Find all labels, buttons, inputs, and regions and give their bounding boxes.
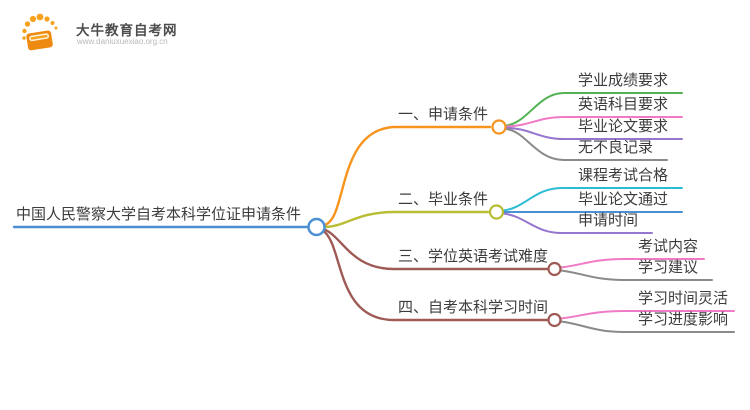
logo-url: www.daniuxuexiao.org.cn xyxy=(77,37,168,46)
branch-1-child-4-label: 无不良记录 xyxy=(578,139,654,156)
branch-2-child-3-label: 申请时间 xyxy=(578,212,639,229)
logo-title: 大牛教育自考网 xyxy=(76,23,178,38)
branch-3-child-2-line xyxy=(560,269,713,281)
root-topic-label: 中国人民警察大学自考本科学位证申请条件 xyxy=(16,206,302,223)
book-icon xyxy=(22,13,58,51)
branch-2-child-2-label: 毕业论文通过 xyxy=(578,191,669,208)
branch-1-label: 一、申请条件 xyxy=(398,106,489,123)
branch-1-child-2-line xyxy=(505,116,683,128)
branch-1-child-4-line xyxy=(505,128,668,161)
branch-3-node-circle xyxy=(547,261,562,277)
branch-3-child-2-label: 学习建议 xyxy=(638,259,699,276)
branch-2-node-circle xyxy=(488,204,505,220)
branch-2-line xyxy=(322,210,490,229)
branch-3-child-1-label: 考试内容 xyxy=(638,238,699,255)
root-node-circle xyxy=(307,217,326,237)
branch-4-child-2-label: 学习进度影响 xyxy=(638,311,729,328)
branch-4-child-1-line xyxy=(560,310,735,320)
branch-4-node-circle xyxy=(547,312,562,328)
branch-2-label: 二、毕业条件 xyxy=(398,191,489,208)
branch-1-line xyxy=(322,125,492,227)
branch-2-child-3-line xyxy=(502,212,653,234)
branch-3-line xyxy=(321,227,549,271)
branch-1-child-1-label: 学业成绩要求 xyxy=(578,72,669,89)
branch-3-label: 三、学位英语考试难度 xyxy=(398,248,549,265)
branch-3-child-1-line xyxy=(560,258,705,269)
branch-4-label: 四、自考本科学习时间 xyxy=(398,299,549,316)
branch-4-line xyxy=(320,228,549,322)
site-logo: 大牛教育自考网 www.daniuxuexiao.org.cn xyxy=(20,10,240,56)
branch-1-child-3-line xyxy=(505,127,683,140)
branch-4-child-2-line xyxy=(560,320,735,333)
branch-1-child-1-line xyxy=(505,92,683,127)
branch-4-child-1-label: 学习时间灵活 xyxy=(638,290,729,307)
branch-2-child-1-label: 课程考试合格 xyxy=(578,167,669,184)
branch-1-node-circle xyxy=(491,119,507,135)
branch-2-child-1-line xyxy=(502,187,683,212)
branch-1-child-3-label: 毕业论文要求 xyxy=(578,118,669,135)
branch-1-child-2-label: 英语科目要求 xyxy=(578,96,669,113)
